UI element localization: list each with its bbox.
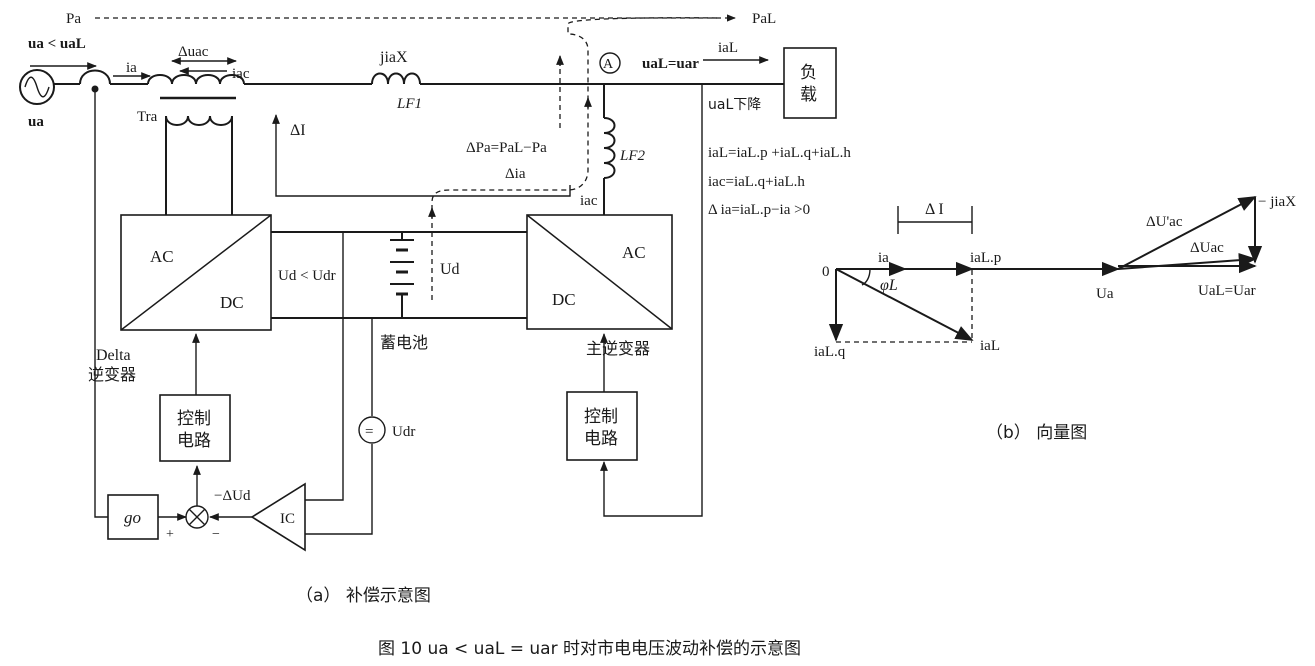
ac-source bbox=[19, 69, 55, 105]
delta-dc-label: DC bbox=[220, 293, 244, 312]
delta-i-arrow bbox=[272, 114, 571, 197]
delta-uac-label: Δuac bbox=[178, 44, 209, 60]
delta-name-1: Delta bbox=[96, 347, 131, 364]
delta-ia-label: Δia bbox=[505, 166, 526, 182]
iac-top-label: iac bbox=[232, 66, 250, 82]
ua-source-label: ua bbox=[28, 114, 44, 130]
control-left-1: 控制 bbox=[177, 409, 211, 429]
transformer-leads bbox=[165, 116, 233, 215]
phi-arc bbox=[861, 268, 871, 286]
lf2-label: LF2 bbox=[619, 148, 646, 164]
current-sensor bbox=[79, 69, 111, 85]
control-right-2: 电路 bbox=[584, 429, 618, 449]
pal-label: PaL bbox=[752, 11, 776, 27]
schematic-a: Pa PaL ua < uaL ua ia Tra Δuac iac jiaX … bbox=[19, 11, 851, 606]
udr-label: Udr bbox=[392, 424, 415, 440]
phi-label: φL bbox=[880, 277, 898, 294]
ial-vector bbox=[835, 268, 974, 341]
transformer-secondary bbox=[165, 115, 233, 126]
meter-label: A bbox=[603, 57, 614, 72]
transformer-label: Tra bbox=[137, 109, 158, 125]
dc-bus bbox=[271, 231, 527, 319]
dc-tap bbox=[322, 232, 344, 501]
eq-1: iaL=iaL.p +iaL.q+iaL.h bbox=[708, 145, 851, 161]
delta-uac-b-label: ΔUac bbox=[1190, 240, 1224, 256]
control-left-2: 电路 bbox=[177, 431, 211, 451]
ual-uar-b-label: UaL=Uar bbox=[1198, 283, 1256, 299]
inductor-lf2 bbox=[603, 117, 616, 179]
origin-label: 0 bbox=[822, 264, 830, 280]
main-inverter-name: 主逆变器 bbox=[586, 339, 650, 358]
meter bbox=[599, 52, 621, 74]
ial-label: iaL bbox=[718, 40, 738, 56]
ia-b-label: ia bbox=[878, 250, 889, 266]
delta-i-bracket bbox=[897, 206, 973, 234]
main-dc-label: DC bbox=[552, 290, 576, 309]
minus-delta-ud-label: −ΔUd bbox=[214, 488, 251, 504]
sensor-wire bbox=[94, 89, 108, 518]
ud-less-label: Ud < Udr bbox=[278, 268, 336, 284]
delta-i-label: ΔI bbox=[290, 122, 306, 139]
load-feedback-wire bbox=[600, 84, 703, 517]
delta-uac-vector bbox=[1117, 252, 1257, 270]
plus-label: + bbox=[166, 527, 174, 542]
ialp-label: iaL.p bbox=[970, 250, 1001, 266]
ual-uar-label: uaL=uar bbox=[642, 56, 699, 72]
udr-wire bbox=[322, 318, 373, 535]
summing-cross bbox=[188, 508, 206, 526]
eq-2: iac=iaL.q+iaL.h bbox=[708, 174, 805, 190]
proj-dash bbox=[836, 270, 973, 343]
sine-icon bbox=[24, 76, 50, 98]
delta-name-2: 逆变器 bbox=[88, 365, 136, 384]
iac-side-label: iac bbox=[580, 193, 598, 209]
load-line2: 载 bbox=[800, 85, 817, 105]
minus-label: − bbox=[212, 527, 220, 542]
udr-symbol: = bbox=[365, 424, 373, 440]
caption-a: （a） 补偿示意图 bbox=[296, 586, 431, 606]
delta-pa-label: ΔPa=PaL−Pa bbox=[466, 140, 547, 156]
ialq-label: iaL.q bbox=[814, 344, 846, 360]
battery-icon bbox=[390, 232, 414, 318]
load-line1: 负 bbox=[800, 63, 817, 83]
lf1-label: LF1 bbox=[396, 96, 422, 112]
load-box bbox=[783, 47, 837, 119]
pa-label: Pa bbox=[66, 11, 81, 27]
figure-caption: 图 10 ua < uaL = uar 时对市电电压波动补偿的示意图 bbox=[378, 639, 801, 659]
delta-uac-prime-vector bbox=[1117, 196, 1257, 270]
go-label: go bbox=[124, 508, 141, 527]
transformer-primary bbox=[147, 74, 245, 85]
ic-amplifier bbox=[250, 482, 306, 552]
delta-inverter-diag bbox=[120, 214, 272, 331]
delta-ac-label: AC bbox=[150, 247, 174, 266]
eq-3: Δ ia=iaL.p−ia >0 bbox=[708, 202, 810, 218]
jiax-b-label: − jiaX bbox=[1258, 194, 1296, 210]
control-right-box bbox=[566, 391, 638, 461]
ud-label: Ud bbox=[440, 261, 460, 278]
ial-b-label: iaL bbox=[980, 338, 1000, 354]
main-ac-label: AC bbox=[622, 243, 646, 262]
udr-source bbox=[358, 416, 386, 444]
delta-i-b-label: Δ I bbox=[925, 201, 944, 218]
ua-less-label: ua < uaL bbox=[28, 36, 86, 52]
control-left-box bbox=[159, 394, 231, 462]
battery-label: 蓄电池 bbox=[380, 333, 428, 352]
delta-uac-prime-label: ΔU'ac bbox=[1146, 214, 1183, 230]
ual-drop-label: uaL下降 bbox=[708, 97, 761, 113]
control-right-1: 控制 bbox=[584, 407, 618, 427]
ua-b-label: Ua bbox=[1096, 286, 1114, 302]
ia-label: ia bbox=[126, 60, 137, 76]
jiax-label: jiaX bbox=[379, 49, 408, 66]
delta-ia-flow bbox=[431, 17, 721, 300]
vector-diagram-b: Δ I 0 ia iaL.p Ua iaL φL iaL.q ΔU'ac ΔUa… bbox=[814, 194, 1296, 443]
ic-label: IC bbox=[280, 511, 295, 527]
inductor-lf1 bbox=[371, 72, 421, 85]
caption-b: （b） 向量图 bbox=[986, 423, 1087, 443]
main-inverter-diag bbox=[526, 214, 673, 330]
